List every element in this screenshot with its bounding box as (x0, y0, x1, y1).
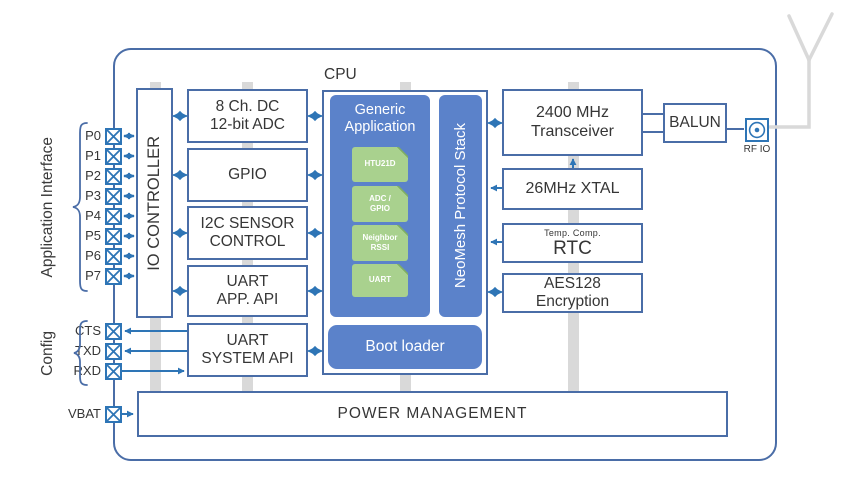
pin-label-p5: P5 (85, 228, 101, 243)
pin-label-rxd: RXD (73, 363, 101, 378)
pin-label-p3: P3 (85, 188, 101, 203)
rf-io-label: RF IO (743, 144, 771, 155)
pin-p4 (105, 208, 122, 225)
pin-label-p1: P1 (85, 148, 101, 163)
htu21d-module: HTU21D (352, 147, 408, 182)
pin-p7 (105, 268, 122, 285)
rtc-sub-label: Temp. Comp. (544, 227, 601, 238)
boot-loader-block: Boot loader (328, 325, 482, 369)
pin-p2 (105, 168, 122, 185)
cpu-label: CPU (324, 66, 357, 83)
power-management-block: POWER MANAGEMENT (137, 391, 728, 437)
pin-label-p4: P4 (85, 208, 101, 223)
neomesh-label: NeoMesh Protocol Stack (451, 123, 469, 289)
antenna-icon (768, 12, 834, 129)
application-interface-label: Application Interface (39, 136, 56, 278)
pin-vbat (105, 406, 122, 423)
rf-io-connector (745, 118, 769, 142)
pin-label-p2: P2 (85, 168, 101, 183)
pin-label-vbat: VBAT (68, 406, 101, 421)
gpio-block: GPIO (187, 148, 308, 202)
neighbor-rssi-module: Neighbor RSSI (352, 225, 408, 261)
pin-p5 (105, 228, 122, 245)
coax-connector-icon (748, 121, 766, 139)
pin-label-cts: CTS (75, 323, 101, 338)
adc-block: 8 Ch. DC 12-bit ADC (187, 89, 308, 143)
pin-p3 (105, 188, 122, 205)
pin-p1 (105, 148, 122, 165)
pin-label-p0: P0 (85, 128, 101, 143)
pin-label-txd: TXD (75, 343, 101, 358)
pin-rxd (105, 363, 122, 380)
io-controller-block: IO CONTROLLER (136, 88, 173, 318)
neomesh-protocol-stack-block: NeoMesh Protocol Stack (439, 95, 482, 317)
io-controller-label: IO CONTROLLER (144, 135, 163, 271)
pin-p6 (105, 248, 122, 265)
pin-cts (105, 323, 122, 340)
balun-block: BALUN (663, 103, 727, 143)
uart-module: UART (352, 264, 408, 297)
transceiver-block: 2400 MHz Transceiver (502, 89, 643, 156)
pin-p0 (105, 128, 122, 145)
config-label: Config (39, 330, 56, 376)
rtc-block: Temp. Comp. RTC (502, 223, 643, 263)
adc-gpio-module: ADC / GPIO (352, 186, 408, 222)
rtc-label: RTC (553, 237, 592, 259)
uart-app-api-block: UART APP. API (187, 265, 308, 317)
pin-label-p7: P7 (85, 268, 101, 283)
pin-label-p6: P6 (85, 248, 101, 263)
pin-txd (105, 343, 122, 360)
i2c-sensor-block: I2C SENSOR CONTROL (187, 206, 308, 260)
uart-system-api-block: UART SYSTEM API (187, 323, 308, 377)
aes-encryption-block: AES128 Encryption (502, 273, 643, 313)
xtal-block: 26MHz XTAL (502, 168, 643, 210)
